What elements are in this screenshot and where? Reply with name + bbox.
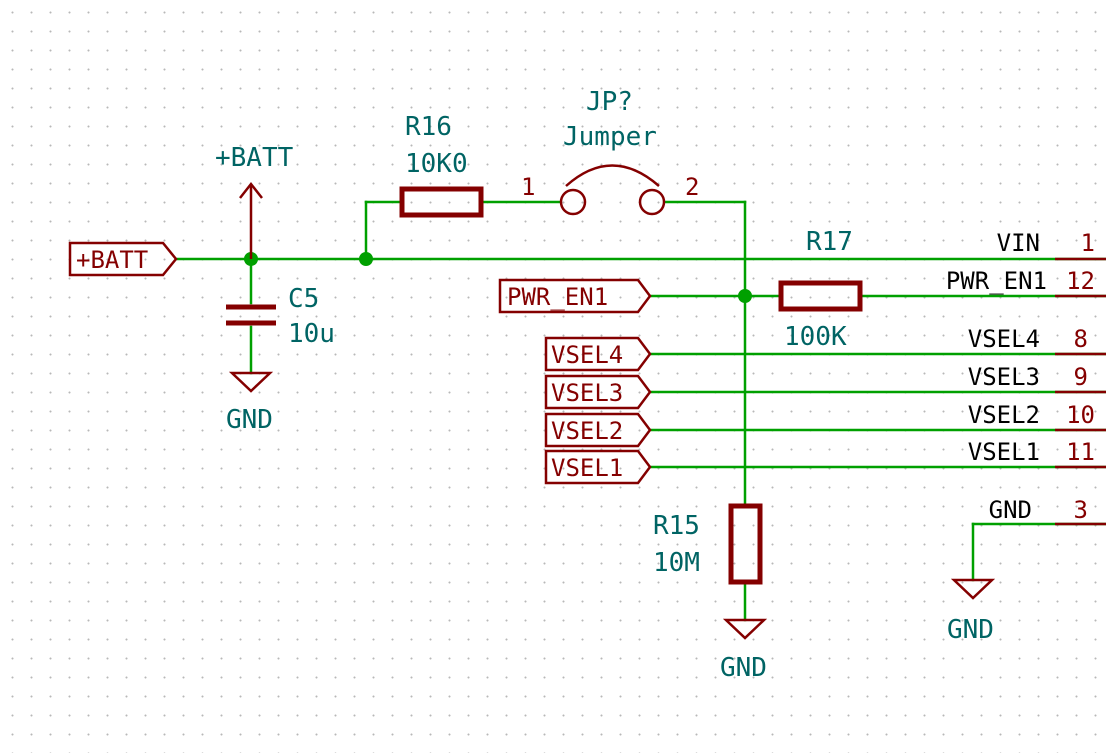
pin-name-gnd: GND [989, 496, 1032, 524]
global-label-vsel2-text: VSEL2 [551, 417, 623, 445]
r15-reference: R15 [653, 511, 700, 541]
jumper-pin2-number: 2 [685, 173, 699, 201]
jumper-pin1-number: 1 [521, 173, 535, 201]
global-label-batt[interactable]: +BATT [68, 241, 178, 277]
r15-value: 10M [653, 548, 700, 578]
connector-pin-vsel2[interactable]: VSEL2 10 [968, 401, 1106, 432]
r17-value: 100K [784, 322, 847, 352]
c5-reference: C5 [288, 284, 319, 314]
connector-pin-vin[interactable]: VIN 1 [997, 229, 1106, 261]
global-label-pwr-en1[interactable]: PWR_EN1 [498, 278, 652, 314]
gnd-symbol-c5[interactable]: GND [226, 371, 274, 435]
global-label-vsel2[interactable]: VSEL2 [544, 412, 652, 448]
c5-value: 10u [288, 319, 335, 349]
global-label-vsel3[interactable]: VSEL3 [544, 374, 652, 410]
connector-pin-vsel4[interactable]: VSEL4 8 [968, 325, 1106, 356]
pin-name-vsel3: VSEL3 [968, 363, 1040, 391]
resistor-r17[interactable]: R17 100K [778, 227, 863, 352]
pin-number-1: 1 [1081, 229, 1095, 257]
wires [174, 200, 1106, 622]
global-label-pwr-en1-text: PWR_EN1 [507, 283, 608, 311]
connector-pin-vsel1[interactable]: VSEL1 11 [968, 438, 1106, 469]
pin-number-11: 11 [1066, 438, 1095, 466]
jumper-value: Jumper [563, 122, 657, 152]
connector-pin-gnd[interactable]: GND 3 [989, 496, 1106, 526]
global-label-vsel1-text: VSEL1 [551, 454, 623, 482]
power-batt-symbol[interactable]: +BATT [215, 143, 294, 259]
pin-name-vsel2: VSEL2 [968, 401, 1040, 429]
jumper-jp[interactable]: JP? Jumper 1 2 [521, 87, 699, 216]
gnd-symbol-connector[interactable]: GND [947, 578, 996, 645]
connector-pins: VIN 1 PWR_EN1 12 VSEL4 8 VSEL3 9 VSEL2 1… [946, 229, 1106, 526]
resistor-r15[interactable]: R15 10M [653, 503, 763, 585]
junction-en [738, 289, 752, 303]
pin-number-8: 8 [1074, 325, 1088, 353]
global-label-vsel4-text: VSEL4 [551, 341, 623, 369]
gnd-symbol-r15[interactable]: GND [720, 618, 768, 683]
gnd-connector-label: GND [947, 615, 994, 645]
pin-name-vsel1: VSEL1 [968, 438, 1040, 466]
connector-pin-vsel3[interactable]: VSEL3 9 [968, 363, 1106, 394]
capacitor-c5[interactable]: C5 10u [226, 284, 335, 349]
global-label-vsel3-text: VSEL3 [551, 379, 623, 407]
pin-number-12: 12 [1066, 267, 1095, 295]
gnd-r15-label: GND [720, 653, 767, 683]
pin-name-vin: VIN [997, 229, 1040, 257]
pin-number-3: 3 [1074, 496, 1088, 524]
jumper-reference: JP? [586, 87, 633, 117]
global-label-vsel1[interactable]: VSEL1 [544, 449, 652, 485]
r16-reference: R16 [405, 112, 452, 142]
gnd-c5-label: GND [226, 405, 273, 435]
connector-pin-pwr-en1[interactable]: PWR_EN1 12 [946, 267, 1106, 298]
resistor-r16[interactable]: R16 10K0 [399, 112, 484, 218]
power-batt-label: +BATT [215, 143, 294, 173]
pin-number-9: 9 [1074, 363, 1088, 391]
r16-value: 10K0 [405, 149, 468, 179]
junction-r16 [359, 252, 373, 266]
pin-number-10: 10 [1066, 401, 1095, 429]
pin-name-vsel4: VSEL4 [968, 325, 1040, 353]
global-label-batt-text: +BATT [76, 246, 148, 274]
global-label-vsel4[interactable]: VSEL4 [544, 336, 652, 372]
pin-name-pwr-en1: PWR_EN1 [946, 267, 1047, 295]
r17-reference: R17 [806, 227, 853, 257]
